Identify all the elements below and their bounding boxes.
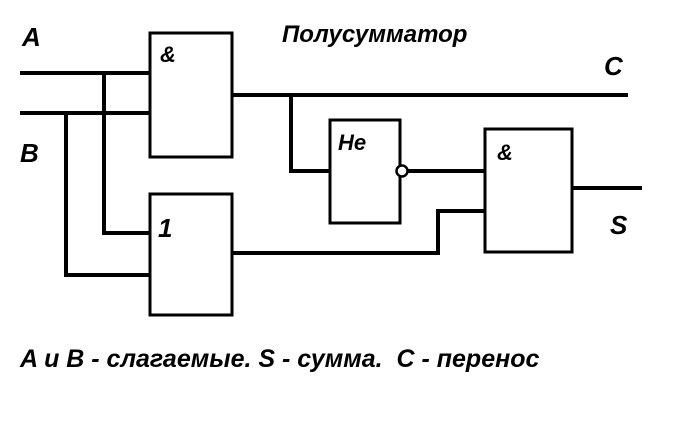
not-gate-inversion-bubble	[395, 164, 409, 178]
input-label-b: B	[20, 138, 39, 168]
and-gate-sum: &	[483, 127, 574, 254]
and-gate-sum-symbol: &	[497, 140, 513, 165]
or-gate-symbol: 1	[158, 213, 172, 243]
wire-carry-to-not	[289, 93, 332, 173]
and-gate-carry-symbol: &	[160, 42, 176, 67]
wires	[20, 71, 642, 277]
wire-b-to-or	[64, 111, 152, 277]
output-label-s: S	[610, 210, 628, 240]
diagram-title: Полусумматор	[282, 21, 467, 48]
and-gate-carry: &	[148, 31, 234, 159]
wire-or-to-and2	[229, 209, 487, 255]
output-label-c: C	[604, 51, 624, 81]
caption: A и B - слагаемые. S - сумма. C - перено…	[19, 345, 539, 373]
wire-a-to-or	[102, 71, 152, 235]
not-gate-symbol: Не	[338, 130, 366, 155]
input-label-a: A	[21, 22, 41, 52]
or-gate: 1	[148, 192, 234, 317]
not-gate: Не	[328, 118, 409, 225]
